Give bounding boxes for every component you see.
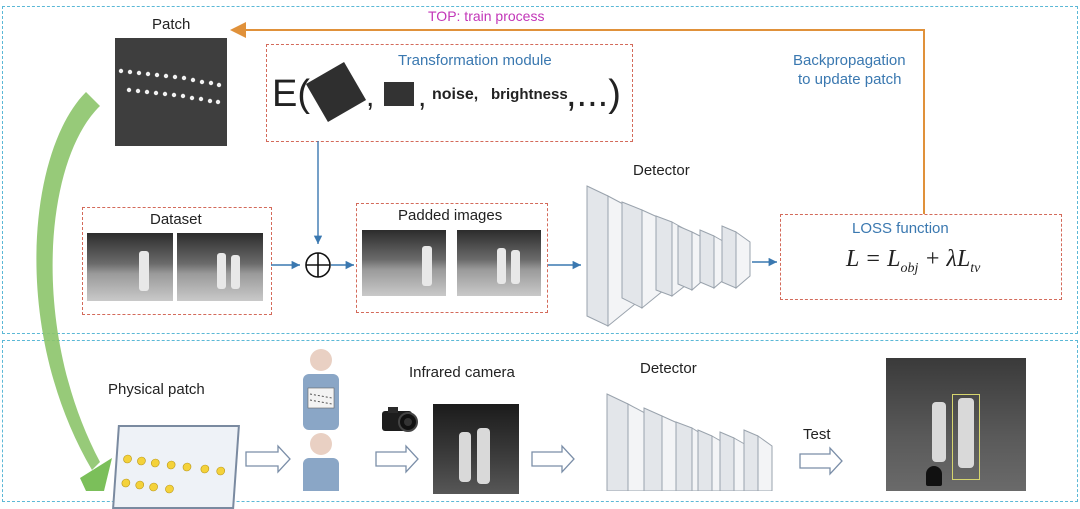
test-result-image xyxy=(886,358,1026,491)
formula-noise: noise, xyxy=(432,86,479,103)
loss-formula: L = Lobj + λLtv xyxy=(846,246,981,276)
padded-images-label: Padded images xyxy=(398,207,503,224)
backprop-line-1: Backpropagation xyxy=(793,52,906,69)
patch-dots xyxy=(118,68,222,105)
infrared-camera-label: Infrared camera xyxy=(409,364,515,381)
dataset-image-1 xyxy=(87,233,173,301)
dataset-label: Dataset xyxy=(150,211,202,228)
padded-image-1 xyxy=(362,230,446,296)
patch-label: Patch xyxy=(152,16,191,33)
test-label: Test xyxy=(803,426,831,443)
formula-brightness: brightness xyxy=(491,86,568,103)
physical-patch-board xyxy=(112,425,240,509)
formula-comma-2: , xyxy=(418,80,427,113)
formula-suffix: ,...) xyxy=(566,73,621,115)
loss-function-title: LOSS function xyxy=(852,220,949,237)
detector-label-top: Detector xyxy=(633,162,690,179)
physical-patch-label: Physical patch xyxy=(108,381,205,398)
padded-image-2 xyxy=(457,230,541,296)
person-figure xyxy=(298,348,344,491)
formula-prefix: E( xyxy=(272,73,310,115)
camera-icon xyxy=(380,405,420,435)
scaled-patch xyxy=(384,82,414,106)
patch-image xyxy=(115,38,227,146)
detector-label-bottom: Detector xyxy=(640,360,697,377)
light-bulbs xyxy=(121,454,226,494)
loss-function-box xyxy=(780,214,1062,300)
train-process-label: TOP: train process xyxy=(428,8,545,24)
backprop-line-2: to update patch xyxy=(798,71,902,88)
infrared-view-image xyxy=(433,404,519,494)
train-process-panel xyxy=(2,6,1078,334)
formula-comma-1: , xyxy=(366,80,375,113)
detection-box xyxy=(952,394,980,480)
dataset-image-2 xyxy=(177,233,263,301)
transformation-module-title: Transformation module xyxy=(398,52,552,69)
